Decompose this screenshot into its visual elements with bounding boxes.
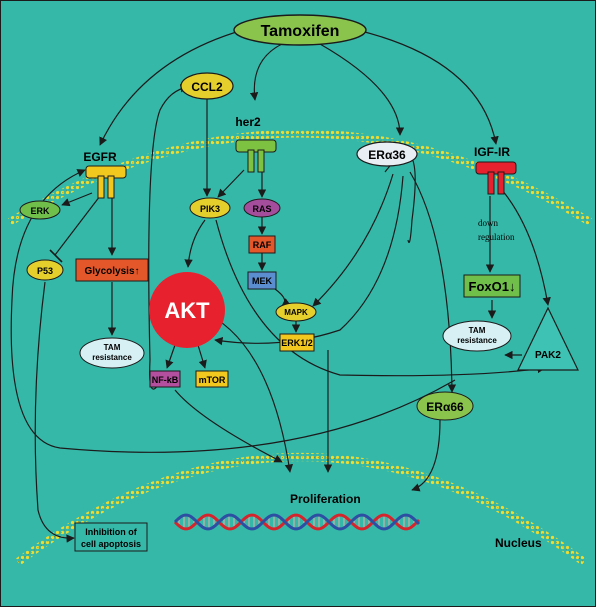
glycolysis-label: Glycolysis↑ bbox=[84, 266, 139, 277]
arrow-pik3-pak2 bbox=[215, 219, 546, 377]
akt-label: AKT bbox=[164, 298, 210, 323]
down-regulation-line2: regulation bbox=[478, 232, 515, 242]
eralpha36-label: ERα36 bbox=[368, 148, 406, 162]
erk12-node: ERK1/2 bbox=[279, 333, 315, 352]
erk12-label: ERK1/2 bbox=[281, 338, 313, 348]
ccl2-label: CCL2 bbox=[191, 80, 223, 94]
tam-resistance-right-line2: resistance bbox=[457, 336, 497, 345]
arrow-eralpha36-eralpha66 bbox=[409, 171, 457, 393]
arrow-nfkb-proliferation bbox=[174, 389, 283, 463]
arrow-p53-apoptosis bbox=[34, 281, 75, 543]
dna-strand-red bbox=[173, 513, 421, 531]
pik3-label: PIK3 bbox=[200, 204, 220, 214]
mek-label: MEK bbox=[252, 276, 273, 286]
cell-membrane bbox=[7, 129, 593, 226]
p53-label: P53 bbox=[37, 266, 53, 276]
tamoxifen-node: Tamoxifen bbox=[233, 14, 367, 46]
mtor-node: mTOR bbox=[195, 370, 229, 388]
raf-node: RAF bbox=[248, 235, 276, 254]
egfr-receptor: EGFR bbox=[83, 150, 127, 199]
foxo1-label: FoxO1↓ bbox=[469, 279, 516, 294]
pik3-node: PIK3 bbox=[189, 197, 231, 219]
mtor-label: mTOR bbox=[199, 375, 226, 385]
glycolysis-node: Glycolysis↑ bbox=[75, 258, 149, 282]
erk-label: ERK bbox=[30, 206, 50, 216]
erk-node: ERK bbox=[19, 200, 61, 220]
igf-ir-receptor: IGF-IR bbox=[474, 145, 517, 195]
dna-helix bbox=[173, 513, 421, 531]
eralpha66-label: ERα66 bbox=[426, 400, 464, 414]
dna-strand-blue bbox=[173, 513, 421, 531]
arrow-pik3-akt bbox=[184, 219, 206, 268]
nfkb-label: NF-kB bbox=[152, 375, 179, 385]
pak2-label: PAK2 bbox=[535, 350, 561, 361]
mapk-node: MAPK bbox=[275, 302, 317, 322]
akt-node: AKT bbox=[149, 272, 225, 348]
arrow-tamoxifen-egfr bbox=[99, 29, 244, 146]
arrow-eralpha36-akt bbox=[214, 175, 404, 346]
arrow-tamoxifen-her2 bbox=[249, 43, 283, 101]
arrow-akt-nfkb bbox=[165, 344, 176, 369]
down-regulation-text: down regulation bbox=[478, 218, 515, 242]
tamoxifen-label: Tamoxifen bbox=[261, 23, 340, 40]
arrow-eralpha36-mapk bbox=[312, 173, 394, 307]
mapk-label: MAPK bbox=[284, 308, 308, 317]
mek-node: MEK bbox=[247, 271, 277, 290]
apoptosis-node: Inhibition of cell apoptosis bbox=[74, 522, 148, 552]
apoptosis-line2: cell apoptosis bbox=[81, 539, 141, 549]
her2-label: her2 bbox=[235, 115, 261, 129]
eralpha36-node: ERα36 bbox=[356, 141, 418, 167]
arrow-tamoxifen-igf bbox=[356, 29, 499, 145]
ras-label: RAS bbox=[252, 204, 271, 214]
igf-ir-label: IGF-IR bbox=[474, 145, 510, 159]
tam-resistance-right-line1: TAM bbox=[469, 326, 486, 335]
egfr-label: EGFR bbox=[83, 150, 117, 164]
inhibit-bar-p53 bbox=[49, 249, 63, 263]
apoptosis-line1: Inhibition of bbox=[85, 527, 137, 537]
proliferation-label: Proliferation bbox=[290, 492, 361, 506]
arrow-her2-pik3 bbox=[217, 169, 245, 198]
her2-receptor: her2 bbox=[235, 115, 277, 173]
nucleus-label: Nucleus bbox=[495, 536, 542, 550]
arrow-igf-pak2 bbox=[501, 189, 551, 306]
ras-node: RAS bbox=[243, 198, 281, 218]
pak2-node: PAK2 bbox=[517, 306, 579, 371]
arrow-loop-egfr bbox=[10, 169, 456, 453]
nfkb-node: NF-kB bbox=[149, 370, 181, 388]
raf-label: RAF bbox=[253, 240, 272, 250]
tam-resistance-left-line2: resistance bbox=[92, 353, 132, 362]
arrow-akt-mtor bbox=[197, 344, 207, 369]
foxo1-node: FoxO1↓ bbox=[463, 274, 521, 298]
p53-node: P53 bbox=[26, 259, 64, 281]
down-regulation-line1: down bbox=[478, 218, 498, 228]
inhibit-egfr-p53 bbox=[54, 195, 101, 256]
ccl2-node: CCL2 bbox=[180, 72, 234, 100]
tam-resistance-right: TAM resistance bbox=[442, 320, 512, 352]
tam-resistance-left: TAM resistance bbox=[79, 337, 145, 369]
arrow-eralpha66-proliferation bbox=[411, 419, 441, 492]
tam-resistance-left-line1: TAM bbox=[104, 343, 121, 352]
nuclear-membrane bbox=[15, 453, 587, 566]
arrow-tamoxifen-eralpha36 bbox=[319, 43, 405, 136]
arrow-egfr-erk bbox=[61, 192, 93, 207]
eralpha66-node: ERα66 bbox=[416, 391, 474, 421]
